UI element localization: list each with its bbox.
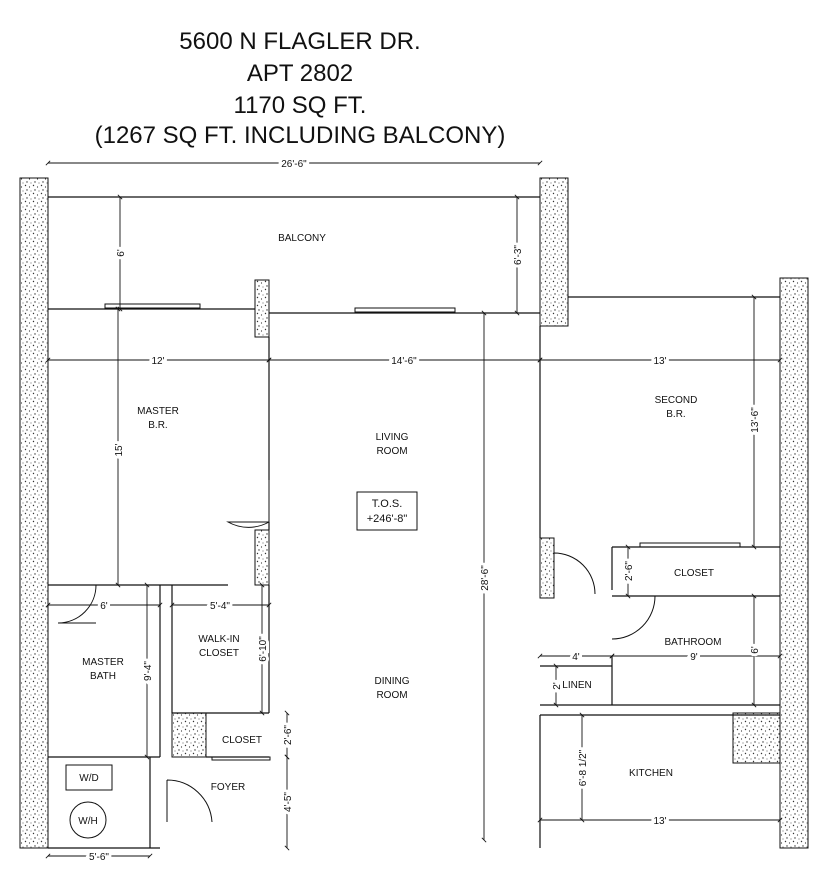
dim-master-depth: 15' — [114, 443, 125, 456]
label-living-1: LIVING — [376, 432, 409, 443]
center-column-upper — [539, 177, 569, 327]
dim-living-width: 14'-6" — [391, 356, 417, 367]
walkin-column — [254, 529, 270, 586]
label-kitchen: KITCHEN — [629, 768, 673, 779]
dim-balcony-depth-left: 6' — [116, 249, 127, 257]
dim-master-bath-depth: 9'-4" — [143, 661, 154, 681]
label-master-bath-2: BATH — [90, 671, 116, 682]
label-closet-br2: CLOSET — [674, 568, 714, 579]
dim-bath-width: 9' — [690, 652, 698, 663]
dim-master-bath-width: 6' — [100, 601, 108, 612]
dim-foyer-depth: 4'-5" — [283, 792, 294, 812]
title-address: 5600 N FLAGLER DR. — [179, 28, 421, 55]
west-wall — [19, 177, 49, 849]
dim-kitchen-width: 13' — [653, 816, 666, 827]
label-second-br-2: B.R. — [666, 409, 685, 420]
tos-box — [356, 491, 418, 531]
label-master-br-1: MASTER — [137, 406, 179, 417]
dim-foyer-closet-depth: 2'-6" — [283, 725, 294, 745]
dim-laundry-width: 5'-6" — [89, 852, 109, 863]
room-labels: BALCONY MASTER B.R. LIVING ROOM SECOND B… — [78, 233, 721, 827]
dimension-texts-horizontal: 26'-6" 12' 14'-6" 13' 4' 9' 6' 5'-4" 13'… — [86, 156, 701, 866]
sliding-doors — [104, 303, 741, 761]
water-heater — [69, 801, 107, 839]
dim-walkin-depth: 6'-10" — [258, 636, 269, 662]
appliances — [65, 764, 113, 839]
tos-label: T.O.S. — [372, 498, 403, 510]
east-wall — [779, 277, 809, 849]
tos-elevation: +246'-8" — [367, 513, 408, 525]
dim-linen-depth: 2' — [552, 682, 563, 690]
title-area-with-balcony: (1267 SQ FT. INCLUDING BALCONY) — [94, 122, 506, 149]
dim-second-width: 13' — [653, 356, 666, 367]
label-dining-1: DINING — [375, 676, 410, 687]
dim-living-dining-depth: 28'-6" — [480, 565, 491, 591]
title-area: 1170 SQ FT. — [233, 92, 367, 119]
dim-linen-width: 4' — [572, 652, 580, 663]
label-foyer: FOYER — [211, 782, 245, 793]
label-water-heater: W/H — [78, 816, 97, 827]
walls — [48, 196, 780, 849]
label-washer-dryer: W/D — [79, 773, 98, 784]
dim-bath-depth: 6' — [750, 646, 761, 654]
label-bathroom: BATHROOM — [664, 637, 721, 648]
dimension-texts-vertical: 6' 6'-3" 15' 13'-6" 2'-6" 6' 2' 6'-10" 9… — [111, 242, 764, 815]
dim-master-width: 12' — [151, 356, 164, 367]
dim-overall-width: 26'-6" — [281, 159, 307, 170]
label-walkin-2: CLOSET — [199, 648, 239, 659]
title-unit: APT 2802 — [246, 60, 354, 87]
label-linen: LINEN — [562, 680, 591, 691]
label-dining-2: ROOM — [376, 690, 407, 701]
label-closet-foyer: CLOSET — [222, 735, 262, 746]
dim-balcony-depth-right: 6'-3" — [513, 245, 524, 265]
structural-columns — [19, 177, 809, 849]
washer-dryer — [65, 764, 113, 791]
label-master-br-2: B.R. — [148, 420, 167, 431]
dimension-lines — [45, 160, 783, 859]
foyer-column — [171, 712, 207, 758]
swing-doors — [57, 480, 656, 823]
label-master-bath-1: MASTER — [82, 657, 124, 668]
label-living-2: ROOM — [376, 446, 407, 457]
label-walkin-1: WALK-IN — [198, 634, 239, 645]
dim-second-depth: 13'-6" — [750, 407, 761, 433]
kitchen-column — [732, 712, 781, 764]
dim-closet-depth: 2'-6" — [624, 561, 635, 581]
dim-kitchen-depth: 6'-8 1/2" — [578, 749, 589, 786]
label-balcony: BALCONY — [278, 233, 326, 244]
label-second-br-1: SECOND — [655, 395, 698, 406]
master-partition-column — [254, 279, 270, 338]
dim-walkin-width: 5'-4" — [210, 601, 230, 612]
second-br-column — [539, 537, 555, 599]
